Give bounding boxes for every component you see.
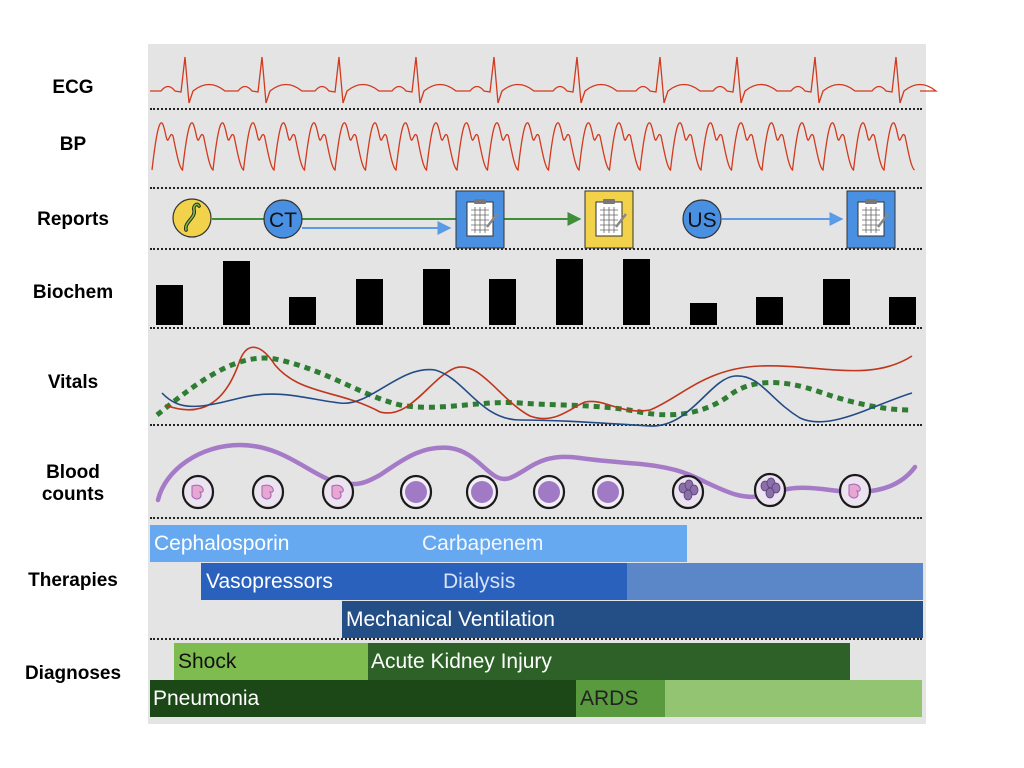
report-document-icon[interactable] [584, 190, 634, 249]
biochem-bar[interactable] [489, 279, 516, 325]
therapy-bar-mechanical-ventilation[interactable]: Mechanical Ventilation [342, 601, 923, 638]
diagnosis-bar-pneumonia[interactable]: Pneumonia [150, 680, 576, 717]
blood-cell-icon[interactable] [181, 474, 215, 510]
biochem-bar[interactable] [423, 269, 450, 325]
diagnosis-label-ards: ARDS [580, 687, 639, 710]
therapy-label-carbapenem: Carbapenem [422, 532, 544, 555]
ct-label: CT [269, 209, 297, 232]
us-label: US [687, 209, 716, 232]
biochem-bars [156, 259, 916, 325]
diagnosis-label-shock: Shock [178, 650, 237, 673]
diagnosis-label-acute-kidney-injury: Acute Kidney Injury [371, 650, 552, 673]
divider-ecg [150, 108, 922, 110]
diagnosis-label-pneumonia: Pneumonia [153, 687, 260, 710]
bp-waveform [151, 122, 915, 172]
therapy-label-dialysis: Dialysis [443, 570, 516, 593]
divider-vitals [150, 424, 922, 426]
divider-biochem [150, 327, 922, 329]
biochem-bar[interactable] [690, 303, 717, 325]
vitals-green-dotted-line [155, 355, 911, 418]
biochem-bar[interactable] [889, 297, 916, 325]
ecg-waveform [150, 56, 938, 104]
biochem-bar[interactable] [156, 285, 183, 325]
biochem-bar[interactable] [289, 297, 316, 325]
blood-cell-icon[interactable] [671, 474, 705, 510]
vitals-blue-line [161, 368, 913, 427]
biochem-bar[interactable] [223, 261, 250, 325]
row-label-ecg: ECG [52, 77, 94, 98]
therapy-bar-vasopressors[interactable]: Vasopressors Dialysis [201, 563, 627, 600]
report-document-icon[interactable] [455, 190, 505, 249]
ct-scan-icon[interactable]: CT [263, 199, 303, 239]
blood-cell-icon[interactable] [838, 473, 872, 509]
diagnosis-bar-shock[interactable]: Shock [174, 643, 368, 680]
biochem-bar[interactable] [556, 259, 583, 325]
reports-track: CT US [172, 190, 896, 249]
vitals-track [155, 346, 913, 427]
row-label-diagnoses: Diagnoses [24, 663, 122, 684]
blood-cell-icon[interactable] [753, 472, 787, 508]
biochem-bar[interactable] [823, 279, 850, 325]
divider-therapies [150, 638, 922, 640]
blood-cell-icon[interactable] [532, 474, 566, 510]
therapy-label-vasopressors: Vasopressors [206, 570, 333, 593]
diagnosis-bar-ards[interactable]: ARDS [576, 680, 665, 717]
microbiology-icon[interactable] [172, 198, 212, 238]
vitals-red-line [164, 346, 913, 420]
row-label-therapies: Therapies [28, 570, 118, 591]
row-label-vitals: Vitals [47, 372, 99, 393]
blood-cell-icon[interactable] [399, 474, 433, 510]
blood-cell-icon[interactable] [465, 474, 499, 510]
blood-cell-icon[interactable] [321, 474, 355, 510]
biochem-bar[interactable] [623, 259, 650, 325]
therapy-bar-vasopressors-tail[interactable] [627, 563, 923, 600]
report-document-icon[interactable] [846, 190, 896, 249]
biochem-bar[interactable] [756, 297, 783, 325]
blood-cell-icon[interactable] [591, 474, 625, 510]
diagnosis-bar-acute-kidney-injury[interactable]: Acute Kidney Injury [368, 643, 850, 680]
divider-blood-counts [150, 517, 922, 519]
blood-counts-track [155, 442, 918, 510]
row-label-blood-counts: Blood counts [41, 462, 105, 505]
row-label-reports: Reports [37, 209, 109, 230]
row-label-bp: BP [59, 134, 87, 155]
therapy-label-mechanical-ventilation: Mechanical Ventilation [346, 608, 555, 631]
row-label-biochem: Biochem [32, 282, 114, 303]
blood-cell-icon[interactable] [251, 474, 285, 510]
divider-bp [150, 187, 922, 189]
ultrasound-icon[interactable]: US [682, 199, 722, 239]
therapy-label-cephalosporin: Cephalosporin [154, 532, 290, 555]
diagnosis-bar-ards-tail[interactable] [665, 680, 922, 717]
divider-reports [150, 248, 922, 250]
therapy-bar-antibiotics[interactable]: Cephalosporin Carbapenem [150, 525, 687, 562]
biochem-bar[interactable] [356, 279, 383, 325]
